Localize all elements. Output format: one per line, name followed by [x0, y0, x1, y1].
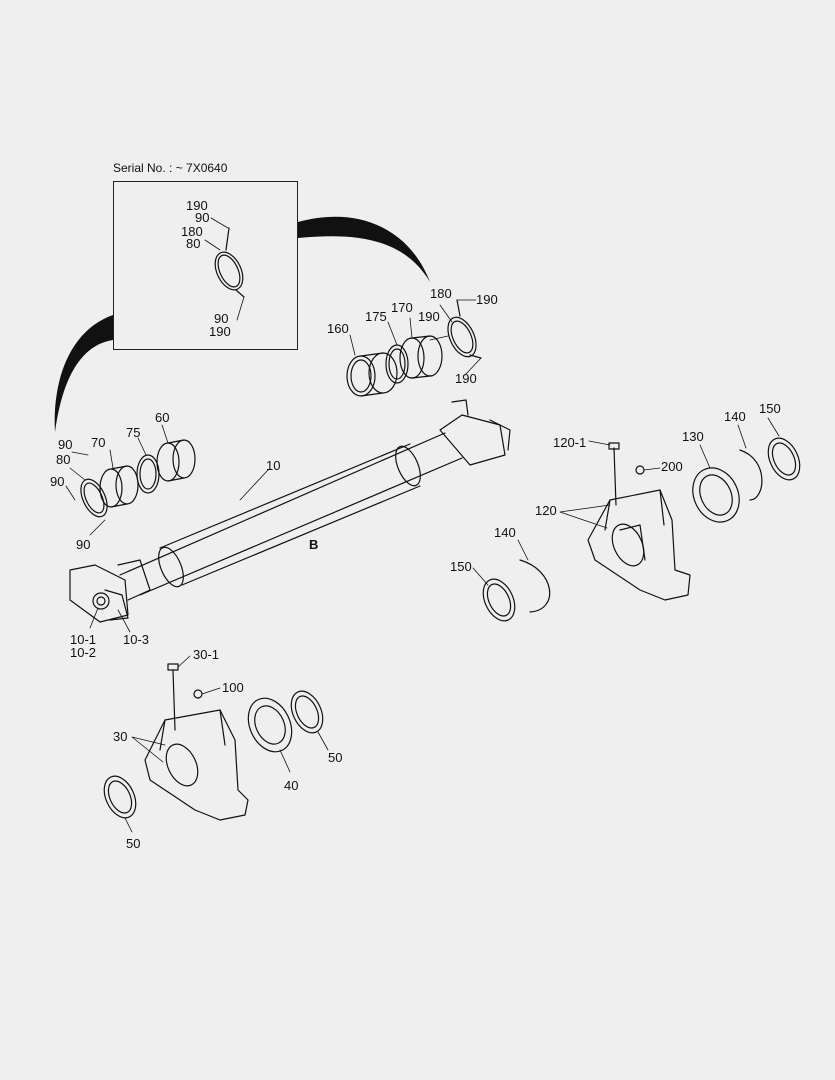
label-160: 160	[327, 321, 349, 336]
label-150-b: 150	[450, 559, 472, 574]
label-75: 75	[126, 425, 141, 440]
seal-ring-group-left	[80, 439, 196, 518]
serial-number-note: Serial No. : ~ 7X0640	[113, 161, 228, 175]
bearing-block-lower	[103, 663, 324, 821]
label-10-1: 10-1	[70, 632, 97, 647]
label-130: 130	[682, 429, 704, 444]
label-80: 80	[56, 452, 71, 467]
label-190-c: 190	[455, 371, 477, 386]
label-190-b: 190	[418, 309, 440, 324]
label-90-c: 90	[76, 537, 91, 552]
label-30: 30	[113, 729, 128, 744]
serial-inset-box	[113, 181, 298, 350]
label-150-a: 150	[759, 401, 781, 416]
inset-ring	[214, 227, 245, 298]
label-b: B	[309, 537, 319, 552]
seal-ring-group-upper	[346, 299, 482, 397]
label-40: 40	[284, 778, 299, 793]
label-190-inset-bottom: 190	[209, 324, 231, 339]
label-70: 70	[91, 435, 106, 450]
label-10: 10	[266, 458, 281, 473]
label-140-a: 140	[724, 409, 746, 424]
inset-callout-right	[298, 216, 430, 282]
label-190-a: 190	[476, 292, 498, 307]
label-100: 100	[222, 680, 244, 695]
label-90-b: 90	[50, 474, 65, 489]
label-30-1: 30-1	[193, 647, 220, 662]
label-50-a: 50	[328, 750, 343, 765]
label-60: 60	[155, 410, 170, 425]
inset-callout-left	[54, 315, 113, 432]
label-90-inset-bottom: 90	[214, 311, 229, 326]
label-175: 175	[365, 309, 387, 324]
label-90-a: 90	[58, 437, 73, 452]
label-50-b: 50	[126, 836, 141, 851]
label-170: 170	[391, 300, 413, 315]
leader-lines	[65, 217, 780, 833]
drive-shaft	[69, 399, 511, 623]
label-90-inset-top: 90	[195, 210, 210, 225]
label-10-3: 10-3	[123, 632, 150, 647]
label-140-b: 140	[494, 525, 516, 540]
label-80-inset: 80	[186, 236, 201, 251]
label-200: 200	[661, 459, 683, 474]
label-120: 120	[535, 503, 557, 518]
label-190-inset-top: 190	[186, 198, 208, 213]
label-10-2: 10-2	[70, 645, 97, 660]
label-180-inset: 180	[181, 224, 203, 239]
label-180: 180	[430, 286, 452, 301]
bearing-block-right	[482, 437, 801, 622]
label-120-1: 120-1	[553, 435, 587, 450]
